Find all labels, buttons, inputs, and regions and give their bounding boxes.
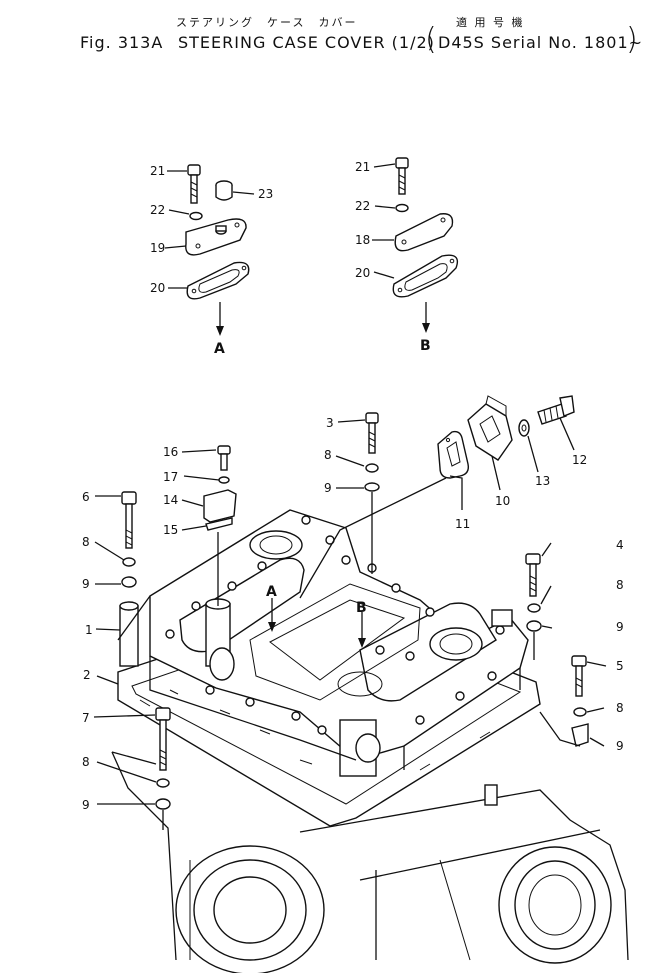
detail-label-a: A <box>214 341 225 357</box>
detail-label-b: B <box>420 338 431 354</box>
callout-21-b: 21 <box>355 160 370 174</box>
bolt-21-b <box>395 157 409 195</box>
callout-13: 13 <box>535 474 550 488</box>
detail-b-assembly <box>392 157 459 333</box>
gasket-20-a <box>186 261 250 300</box>
cover-19 <box>185 218 247 256</box>
cover-18 <box>394 213 454 252</box>
callout-9-c: 9 <box>616 620 624 634</box>
callout-16: 16 <box>163 445 178 459</box>
paren-open: ( <box>425 22 438 57</box>
callout-8-b: 8 <box>82 535 90 549</box>
callout-9-e: 9 <box>82 798 90 812</box>
callout-9-d: 9 <box>616 739 624 753</box>
steering-case-cover-1 <box>117 509 529 777</box>
washer-9-e <box>155 798 171 810</box>
callout-20-b: 20 <box>355 266 370 280</box>
bolt-16 <box>217 445 231 471</box>
bolt-12 <box>537 395 575 425</box>
callout-8-e: 8 <box>82 755 90 769</box>
washer-9-c <box>526 620 542 632</box>
bolt-21-a <box>187 164 201 204</box>
spring-washer-8-d <box>573 707 587 717</box>
serial-range: D45S Serial No. 1801~ <box>438 33 644 52</box>
page-title: STEERING CASE COVER (1/2) <box>178 33 435 52</box>
callout-14: 14 <box>163 493 178 507</box>
callout-5: 5 <box>616 659 624 673</box>
flange-bolt-holes <box>165 515 505 735</box>
leader-lines <box>93 163 607 805</box>
callout-17: 17 <box>163 470 178 484</box>
washer-13 <box>518 419 530 437</box>
callout-19: 19 <box>150 241 165 255</box>
washer-17 <box>218 476 230 484</box>
japanese-title: ステアリング ケース カバー <box>176 16 358 29</box>
spring-washer-8-a <box>365 463 379 473</box>
detail-a-assembly <box>185 164 250 336</box>
bolt-4 <box>525 553 541 597</box>
callout-22-a: 22 <box>150 203 165 217</box>
callout-3: 3 <box>326 416 334 430</box>
callout-10: 10 <box>495 494 510 508</box>
bolt-3 <box>365 412 379 454</box>
callout-8-d: 8 <box>616 701 624 715</box>
washer-22-a <box>189 211 203 221</box>
callout-9-a: 9 <box>324 481 332 495</box>
detail-arrow-a: A <box>266 584 277 600</box>
elbow-flange-10 <box>467 395 513 461</box>
callout-12: 12 <box>572 453 587 467</box>
callout-11: 11 <box>455 517 470 531</box>
paren-close: ) <box>626 22 639 57</box>
washer-9-a <box>364 482 380 492</box>
callout-2: 2 <box>83 668 91 682</box>
callout-21-a: 21 <box>150 164 165 178</box>
callout-6: 6 <box>82 490 90 504</box>
washer-9-b <box>121 576 137 588</box>
callout-7: 7 <box>82 711 90 725</box>
gasket-15 <box>205 517 233 531</box>
callout-8-a: 8 <box>324 448 332 462</box>
callout-22-b: 22 <box>355 199 370 213</box>
callout-9-b: 9 <box>82 577 90 591</box>
callout-15: 15 <box>163 523 178 537</box>
callout-18: 18 <box>355 233 370 247</box>
elbow-gasket-11 <box>437 430 470 479</box>
callout-4: 4 <box>616 538 624 552</box>
callout-20-a: 20 <box>150 281 165 295</box>
callout-1: 1 <box>85 623 93 637</box>
spring-washer-8-b <box>122 557 136 567</box>
bolt-6 <box>121 491 137 549</box>
gasket-20-b <box>392 254 459 298</box>
breather-23 <box>215 180 233 201</box>
transmission-case <box>111 751 629 973</box>
callout-23: 23 <box>258 187 273 201</box>
figure-number: Fig. 313A <box>80 33 164 52</box>
spring-washer-8-c <box>527 603 541 613</box>
washer-9-d <box>571 723 589 747</box>
japanese-applicable-models: 適 用 号 機 <box>456 16 525 29</box>
detail-arrow-b: B <box>356 600 367 616</box>
dowel-pin <box>484 784 498 806</box>
cover-14 <box>203 489 237 523</box>
washer-22-b <box>395 203 409 213</box>
spring-washer-8-e <box>156 778 170 788</box>
header: ステアリング ケース カバー 適 用 号 機 Fig. 313A STEERIN… <box>0 0 646 70</box>
bolt-7 <box>155 707 171 771</box>
bolt-5 <box>571 655 587 697</box>
callout-8-c: 8 <box>616 578 624 592</box>
